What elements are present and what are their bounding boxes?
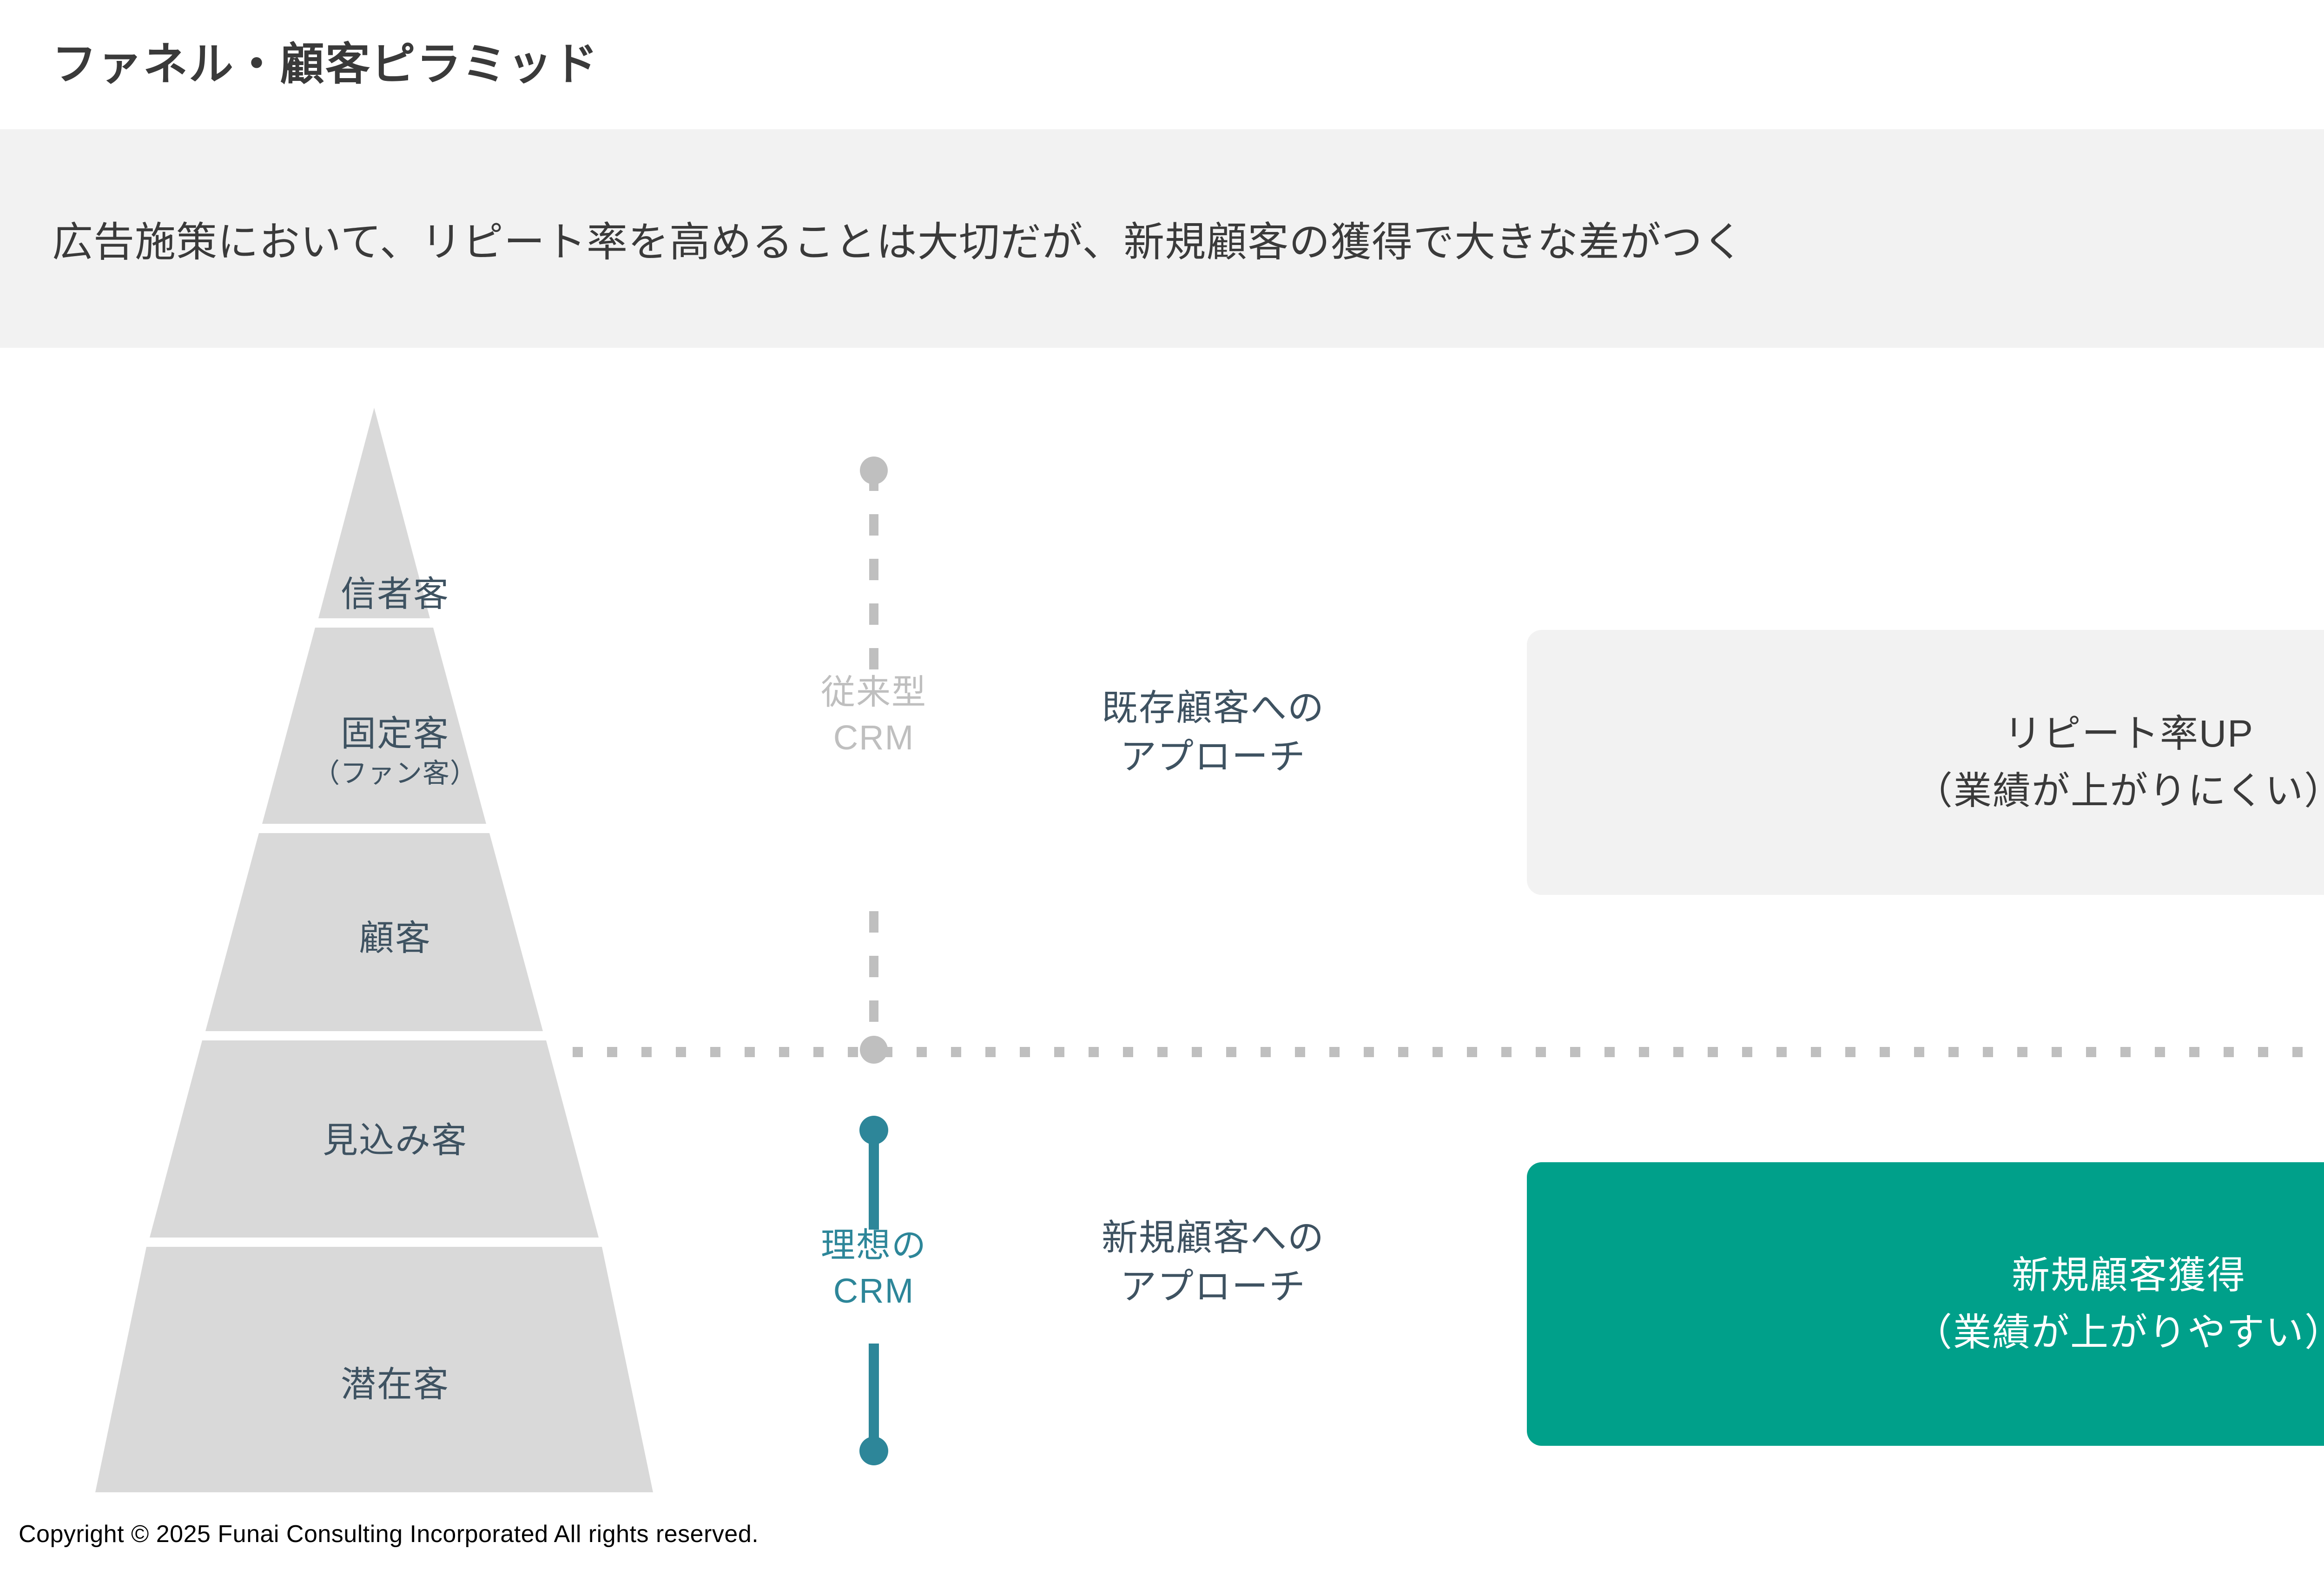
legacy-crm-dashed-line-lower [869, 911, 878, 1051]
legacy-crm-bottom-dot-icon [860, 1036, 888, 1064]
outcome-new-line1: 新規顧客獲得 [2011, 1254, 2246, 1297]
ideal-crm-bottom-dot-icon [859, 1437, 888, 1465]
footer-copyright: Copyright © 2025 Funai Consulting Incorp… [19, 1521, 759, 1548]
customer-pyramid: 信者客 固定客 （ファン客） 顧客 見込み客 潜在客 [0, 391, 790, 1516]
subtitle-text: 広告施策において、リピート率を高めることは大切だが、新規顧客の獲得で大きな差がつ… [52, 218, 1744, 265]
legacy-crm-label-group: 従来型 CRM [753, 669, 995, 760]
approach-existing-line1: 既存顧客への [1101, 687, 1325, 728]
approach-existing-line2: アプローチ [1120, 736, 1306, 777]
ideal-crm-label-group: 理想の CRM [753, 1223, 995, 1313]
ideal-crm-solid-line-upper [869, 1130, 879, 1230]
outcome-box-new-acquisition: 新規顧客獲得 （業績が上がりやすい） [1527, 1162, 2324, 1446]
pyramid-shape [95, 408, 653, 1492]
ideal-crm-label-line2: CRM [833, 1271, 915, 1310]
legacy-crm-label-line1: 従来型 [821, 673, 927, 711]
legacy-crm-label-line2: CRM [833, 718, 915, 757]
page-title: ファネル・顧客ピラミッド [52, 40, 599, 89]
subtitle-band: 広告施策において、リピート率を高めることは大切だが、新規顧客の獲得で大きな差がつ… [0, 129, 2324, 348]
approach-new-line1: 新規顧客への [1101, 1217, 1325, 1258]
outcome-new-line2: （業績が上がりやすい） [1914, 1311, 2324, 1354]
legacy-crm-dashed-line-upper [869, 470, 878, 669]
ideal-crm-label-line1: 理想の [821, 1226, 927, 1264]
outcome-box-repeat-rate: リピート率UP （業績が上がりにくい） [1527, 630, 2324, 895]
approach-existing-customers: 既存顧客への アプローチ [1013, 683, 1413, 781]
horizontal-dotted-divider [573, 1047, 2324, 1057]
approach-new-customers: 新規顧客への アプローチ [1013, 1213, 1413, 1311]
ideal-crm-solid-line-lower [869, 1344, 879, 1446]
approach-new-line2: アプローチ [1120, 1266, 1306, 1307]
outcome-existing-line2: （業績が上がりにくい） [1914, 770, 2324, 812]
outcome-existing-line1: リピート率UP [2004, 713, 2254, 755]
